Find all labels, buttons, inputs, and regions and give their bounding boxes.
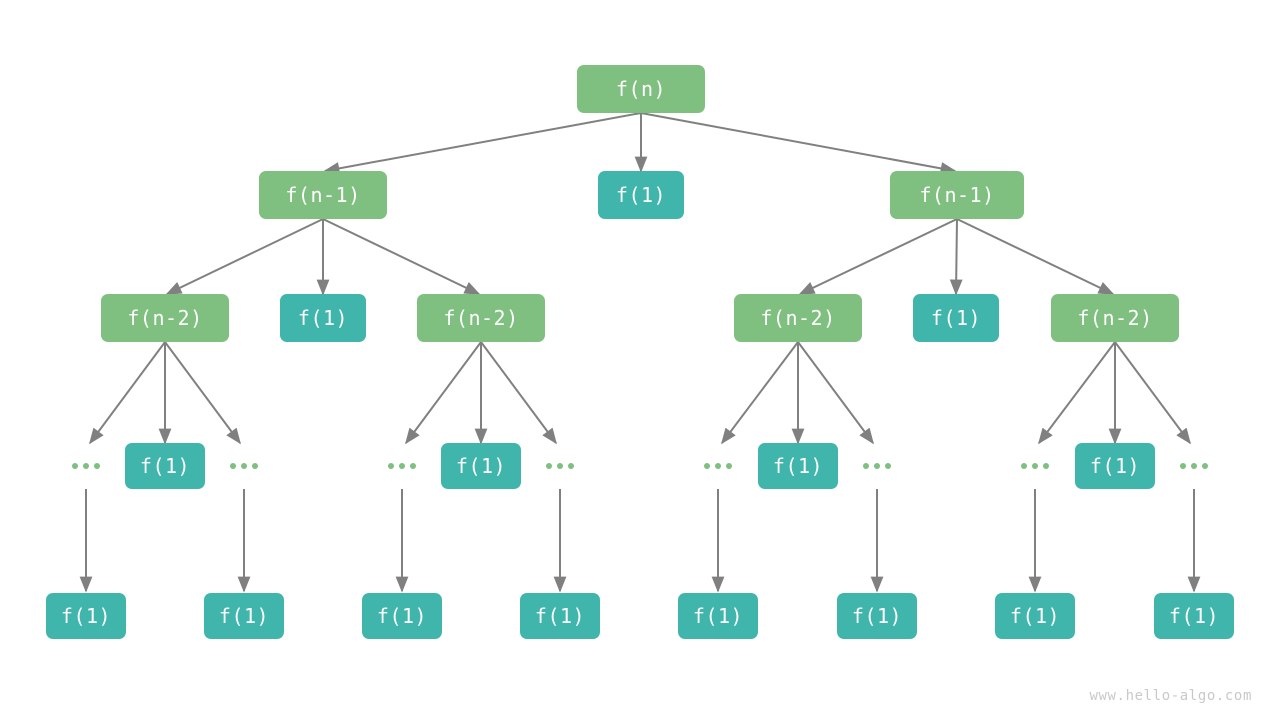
tree-node-label: f(n-1): [919, 183, 995, 207]
tree-node-n2c[interactable]: f(n-2): [417, 294, 545, 342]
tree-node-label: f(1): [692, 604, 744, 628]
edge-n2f-to-e7: [1038, 341, 1116, 445]
edge-n2a-to-e1: [89, 341, 166, 445]
tree-node-n4h[interactable]: f(1): [1154, 593, 1234, 639]
tree-node-n3d[interactable]: f(1): [1075, 443, 1155, 489]
tree-node-label: f(1): [1168, 604, 1220, 628]
tree-node-n3a[interactable]: f(1): [125, 443, 205, 489]
tree-node-n1a[interactable]: f(n-1): [259, 171, 387, 219]
tree-node-label: f(1): [615, 183, 667, 207]
ellipsis-e8: [1171, 456, 1217, 476]
ellipsis-dot-icon: [885, 463, 891, 469]
ellipsis-dot-icon: [726, 463, 732, 469]
edge-n1c-to-n2e: [949, 218, 963, 296]
ellipsis-dot-icon: [1032, 463, 1038, 469]
tree-node-label: f(1): [1009, 604, 1061, 628]
ellipsis-e5: [695, 456, 741, 476]
ellipsis-dot-icon: [863, 463, 869, 469]
tree-node-n0[interactable]: f(n): [577, 65, 705, 113]
ellipsis-e2: [221, 456, 267, 476]
edge-n0-to-n1c: [640, 112, 957, 175]
tree-node-label: f(1): [455, 454, 507, 478]
tree-node-n4d[interactable]: f(1): [520, 593, 600, 639]
edge-n1c-to-n2d: [798, 218, 958, 295]
tree-node-label: f(1): [376, 604, 428, 628]
tree-node-label: f(1): [297, 306, 349, 330]
tree-node-label: f(n-2): [760, 306, 836, 330]
edge-n2c-to-e3: [405, 341, 482, 445]
tree-node-n4f[interactable]: f(1): [837, 593, 917, 639]
ellipsis-dot-icon: [874, 463, 880, 469]
ellipsis-dot-icon: [83, 463, 89, 469]
ellipsis-e6: [854, 456, 900, 476]
tree-node-n2f[interactable]: f(n-2): [1051, 294, 1179, 342]
tree-node-label: f(n): [615, 77, 667, 101]
ellipsis-dot-icon: [72, 463, 78, 469]
tree-node-n4b[interactable]: f(1): [204, 593, 284, 639]
edge-n1a-to-n2c: [322, 218, 481, 295]
edges-group: [79, 112, 1201, 593]
tree-node-label: f(n-2): [1077, 306, 1153, 330]
ellipsis-dot-icon: [230, 463, 236, 469]
edge-n2d-to-e6: [797, 341, 874, 445]
ellipsis-dot-icon: [410, 463, 416, 469]
ellipsis-dot-icon: [1021, 463, 1027, 469]
ellipsis-e3: [379, 456, 425, 476]
tree-node-n4c[interactable]: f(1): [362, 593, 442, 639]
tree-node-n4g[interactable]: f(1): [995, 593, 1075, 639]
ellipsis-dot-icon: [715, 463, 721, 469]
edge-n2d-to-e5: [721, 341, 799, 445]
tree-node-n1c[interactable]: f(n-1): [890, 171, 1024, 219]
watermark: www.hello-algo.com: [1089, 688, 1252, 704]
tree-node-n1b[interactable]: f(1): [598, 171, 684, 219]
ellipsis-dot-icon: [1202, 463, 1208, 469]
tree-node-n2d[interactable]: f(n-2): [734, 294, 862, 342]
edge-n2a-to-e2: [164, 341, 241, 445]
ellipsis-dot-icon: [568, 463, 574, 469]
tree-node-n4e[interactable]: f(1): [678, 593, 758, 639]
ellipsis-e7: [1012, 456, 1058, 476]
tree-node-label: f(n-1): [285, 183, 361, 207]
ellipsis-dot-icon: [388, 463, 394, 469]
ellipsis-dot-icon: [252, 463, 258, 469]
tree-node-n2e[interactable]: f(1): [913, 294, 999, 342]
tree-node-label: f(1): [218, 604, 270, 628]
ellipsis-dot-icon: [241, 463, 247, 469]
ellipsis-dot-icon: [1043, 463, 1049, 469]
edge-n1a-to-n2a: [165, 218, 324, 295]
ellipsis-dot-icon: [1191, 463, 1197, 469]
tree-node-label: f(1): [772, 454, 824, 478]
edge-n1c-to-n2f: [956, 218, 1115, 295]
tree-node-label: f(1): [139, 454, 191, 478]
tree-node-label: f(n-2): [127, 306, 203, 330]
tree-node-label: f(1): [534, 604, 586, 628]
ellipsis-dot-icon: [399, 463, 405, 469]
edge-n2c-to-e4: [480, 341, 557, 445]
ellipsis-e1: [63, 456, 109, 476]
edge-n0-to-n1a: [323, 112, 642, 175]
tree-node-label: f(1): [851, 604, 903, 628]
ellipsis-dot-icon: [557, 463, 563, 469]
ellipsis-dot-icon: [1180, 463, 1186, 469]
ellipsis-dot-icon: [704, 463, 710, 469]
tree-node-n3c[interactable]: f(1): [758, 443, 838, 489]
tree-node-label: f(n-2): [443, 306, 519, 330]
tree-node-n3b[interactable]: f(1): [441, 443, 521, 489]
tree-node-label: f(1): [1089, 454, 1141, 478]
tree-node-label: f(1): [930, 306, 982, 330]
tree-node-n2b[interactable]: f(1): [280, 294, 366, 342]
tree-node-n4a[interactable]: f(1): [46, 593, 126, 639]
ellipsis-dot-icon: [546, 463, 552, 469]
tree-node-n2a[interactable]: f(n-2): [101, 294, 229, 342]
edge-n2f-to-e8: [1114, 341, 1191, 445]
ellipsis-dot-icon: [94, 463, 100, 469]
tree-node-label: f(1): [60, 604, 112, 628]
ellipsis-e4: [537, 456, 583, 476]
